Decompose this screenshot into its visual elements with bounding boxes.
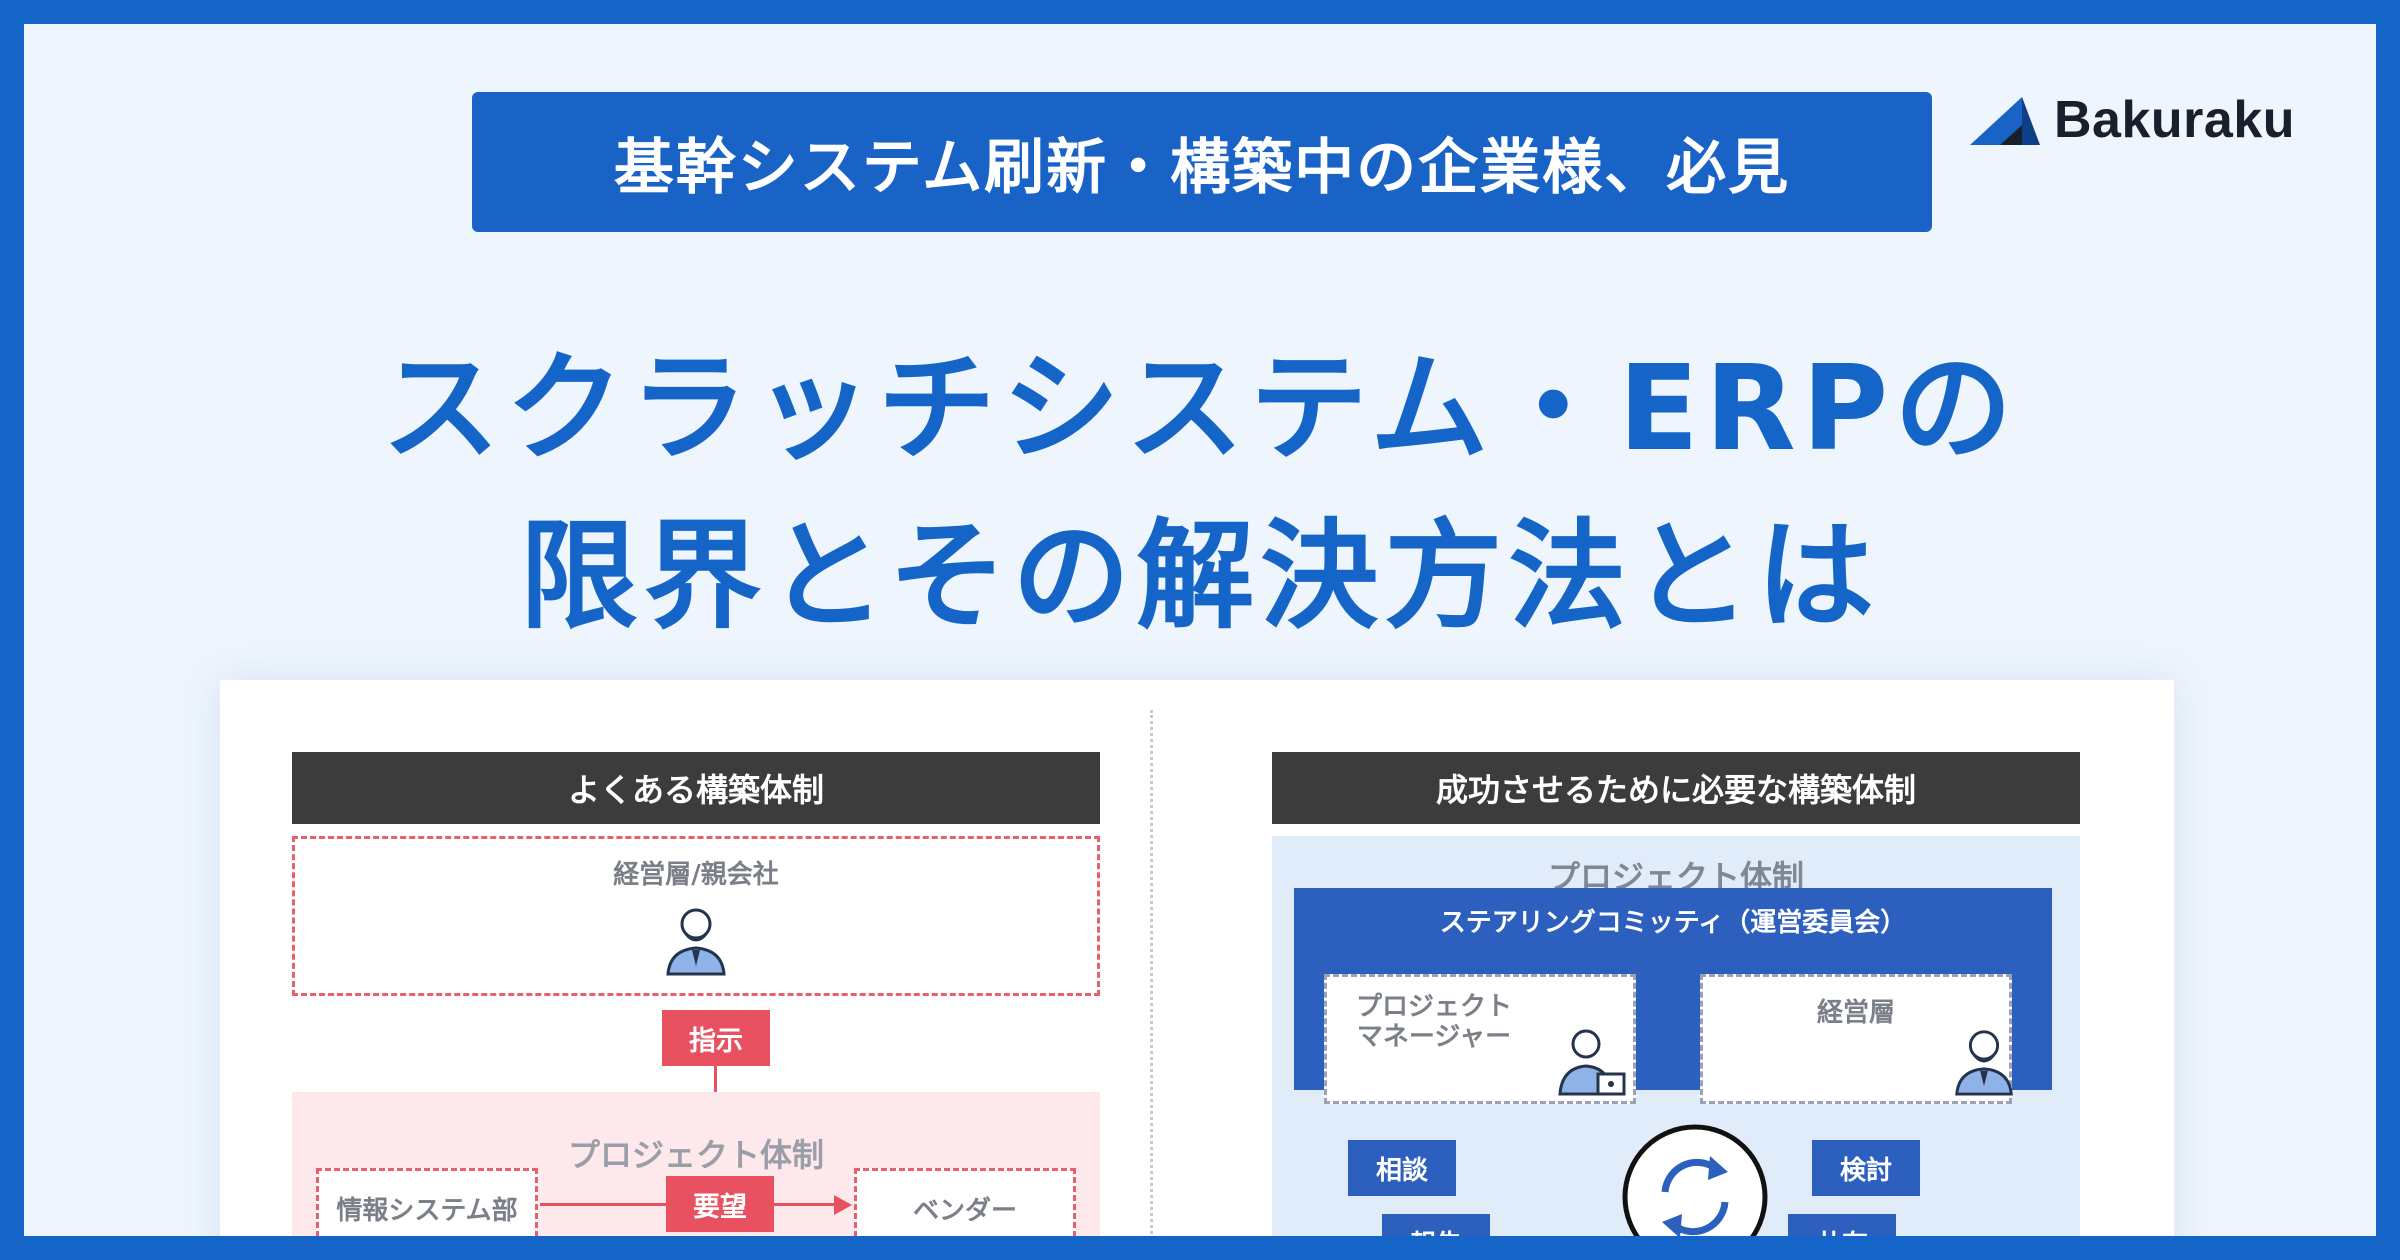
management-zone <box>292 836 1100 996</box>
it-dept-box <box>316 1168 538 1236</box>
left-header: よくある構築体制 <box>292 752 1100 824</box>
steering-committee-title: ステアリングコミッティ（運営委員会） <box>1439 908 1907 938</box>
pm-label-line2: マネージャー <box>1356 1022 1512 1052</box>
bakuraku-logo: Bakuraku <box>1970 90 2295 150</box>
main-title-line1: スクラッチシステム・ERPの <box>381 339 2019 477</box>
logo-text: Bakuraku <box>2054 91 2295 149</box>
management-label: 経営層/親会社 <box>613 860 779 890</box>
pm-label: プロジェクト マネージャー <box>1324 992 1544 1052</box>
right-header: 成功させるために必要な構築体制 <box>1272 752 2080 824</box>
management-label-right: 経営層 <box>1816 998 1895 1028</box>
cycle-arrows-icon <box>1622 1124 1768 1236</box>
center-divider <box>1150 710 1153 1236</box>
request-tag: 要望 <box>666 1176 774 1232</box>
vendor-box <box>854 1168 1076 1236</box>
executive-person-icon <box>666 908 726 976</box>
main-title-line2: 限界とその解決方法とは <box>519 507 1881 645</box>
headline-badge: 基幹システム刷新・構築中の企業様、必見 <box>472 92 1932 232</box>
instruction-arrow-line <box>714 1066 717 1108</box>
diagram-card: よくある構築体制 経営層/親会社 指示 プロジェクト体制 情報システム部 ベンダ… <box>220 680 2174 1236</box>
review-tag: 検討 <box>1812 1140 1920 1196</box>
bakuraku-logo-icon <box>1970 97 2040 145</box>
executive-person-icon-right <box>1955 1030 2013 1096</box>
arrow-right-icon <box>834 1195 852 1215</box>
vendor-label: ベンダー <box>912 1196 1017 1226</box>
banner-canvas: Bakuraku 基幹システム刷新・構築中の企業様、必見 スクラッチシステム・E… <box>24 24 2376 1236</box>
consult-tag: 相談 <box>1348 1140 1456 1196</box>
instruction-tag: 指示 <box>662 1010 770 1066</box>
share-tag: 共有 <box>1788 1214 1896 1236</box>
pm-person-laptop-icon <box>1558 1029 1626 1096</box>
it-dept-label: 情報システム部 <box>336 1196 518 1226</box>
report-tag: 報告 <box>1382 1214 1490 1236</box>
left-project-label: プロジェクト体制 <box>567 1136 824 1174</box>
pm-label-line1: プロジェクト <box>1355 992 1512 1022</box>
